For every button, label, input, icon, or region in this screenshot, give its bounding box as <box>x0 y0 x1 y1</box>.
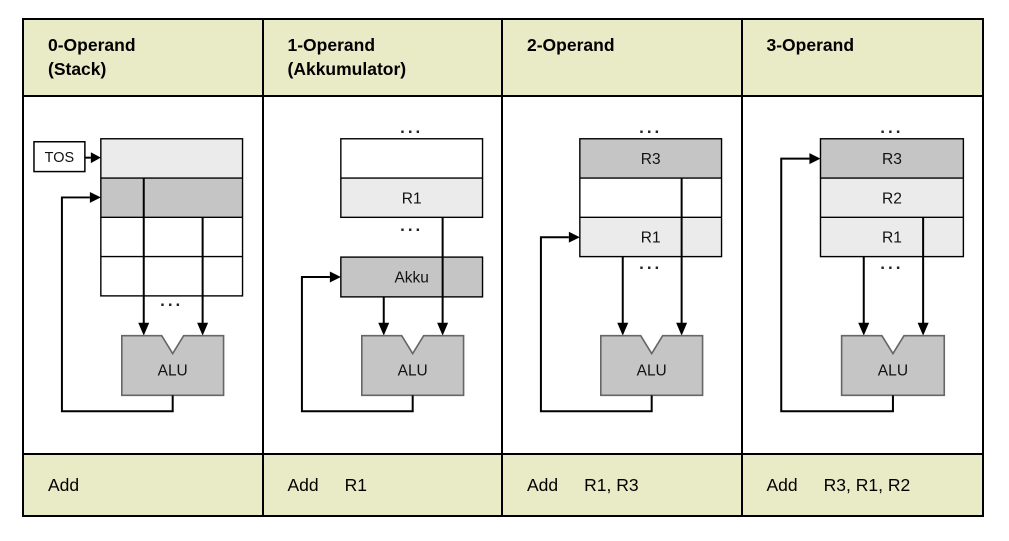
instruction-cell-3-operand: Add R3, R1, R2 <box>742 455 982 515</box>
diagram-cell-stack: TOS ... ALU <box>24 97 264 455</box>
result-feedback-line <box>300 275 414 413</box>
register-cell-r1 <box>819 217 963 257</box>
column-header-1-operand: 1-Operand (Akkumulator) <box>263 20 503 97</box>
tos-box <box>33 141 86 173</box>
alu-box <box>120 334 225 397</box>
accumulator-architecture-diagram: ... R1 ... Akku ALU <box>300 118 483 413</box>
ellipsis: ... <box>400 216 423 235</box>
instruction-mnemonic: Add <box>766 474 798 495</box>
header-line: 2-Operand <box>527 35 615 55</box>
alu-label: ALU <box>877 363 907 380</box>
register-cell-r3 <box>579 138 722 179</box>
alu-box <box>360 334 464 397</box>
register-cell-r2 <box>819 178 963 218</box>
diagram-cell-3-operand: ... R3 R2 R1 ... ALU <box>742 97 982 455</box>
instruction-mnemonic: Add <box>287 474 319 495</box>
register-cell <box>340 138 483 179</box>
ellipsis: ... <box>160 291 183 310</box>
instruction-cell-2-operand: Add R1, R3 <box>503 455 743 515</box>
result-feedback-line <box>539 236 653 413</box>
instruction-operands: R1 <box>344 474 368 495</box>
header-line: 0-Operand <box>48 35 136 55</box>
tos-label: TOS <box>45 150 74 166</box>
register-label-r1: R1 <box>641 230 661 247</box>
result-feedback-line <box>779 157 894 413</box>
alu-box <box>599 334 704 397</box>
arrow-head <box>917 322 929 336</box>
result-feedback-line <box>60 196 174 413</box>
alu-label: ALU <box>397 362 427 379</box>
register-label-r1: R1 <box>881 230 901 247</box>
instruction-mnemonic: Add <box>48 474 80 495</box>
ellipsis: ... <box>880 254 903 273</box>
instruction-operands: R1, R3 <box>584 474 639 495</box>
register-label-r3: R3 <box>641 151 661 168</box>
operand-architecture-table: 0-Operand (Stack) 1-Operand (Akkumulator… <box>22 18 984 517</box>
stack-cell-second <box>100 178 243 218</box>
column-header-2-operand: 2-Operand <box>503 20 743 97</box>
arrow-head <box>329 271 341 283</box>
register-box <box>579 138 723 258</box>
header-line: 3-Operand <box>766 35 855 55</box>
ellipsis: ... <box>880 118 903 137</box>
register-box <box>819 138 964 258</box>
diagram-cell-2-operand: ... R3 R1 ... ALU <box>503 97 743 455</box>
register-label-r1: R1 <box>401 190 421 207</box>
column-header-0-operand: 0-Operand (Stack) <box>24 20 264 97</box>
instruction-cell-akkumulator: Add R1 <box>263 455 503 515</box>
alu-box <box>840 334 945 397</box>
alu-label: ALU <box>158 362 188 379</box>
two-operand-architecture-diagram: ... R3 R1 ... ALU <box>539 118 723 413</box>
register-cell <box>579 178 722 218</box>
arrow-head <box>808 153 820 165</box>
arrow-head <box>676 322 688 336</box>
arrow-head <box>197 322 209 336</box>
arrow-head <box>568 231 580 243</box>
arrow-head <box>436 322 448 336</box>
header-line: (Akkumulator) <box>287 59 407 79</box>
ellipsis: ... <box>639 118 662 137</box>
akku-label: Akku <box>394 269 428 286</box>
arrow-head <box>617 322 629 336</box>
akku-box <box>340 257 483 297</box>
instruction-cell-stack: Add <box>24 455 264 515</box>
header-line: (Stack) <box>48 59 107 79</box>
stack-architecture-diagram: TOS ... ALU <box>33 138 244 413</box>
three-operand-architecture-diagram: ... R3 R2 R1 ... ALU <box>779 118 964 413</box>
diagram-cell-akkumulator: ... R1 ... Akku ALU <box>263 97 503 455</box>
register-cell-r1 <box>340 178 483 218</box>
register-label-r2: R2 <box>881 190 901 207</box>
alu-label: ALU <box>637 362 667 379</box>
arrow-head <box>377 322 389 336</box>
arrow-head <box>138 322 150 336</box>
stack-cell-top <box>100 138 243 179</box>
arrow-head <box>857 322 869 336</box>
column-header-3-operand: 3-Operand <box>742 20 982 97</box>
instruction-operands: R3, R1, R2 <box>823 474 911 495</box>
register-cell-r1 <box>579 217 722 257</box>
register-cell-r3 <box>819 138 963 179</box>
ellipsis: ... <box>400 118 423 137</box>
arrow-head <box>90 152 101 164</box>
instruction-mnemonic: Add <box>527 474 559 495</box>
arrow-head <box>89 191 101 203</box>
header-line: 1-Operand <box>287 35 376 55</box>
register-label-r3: R3 <box>881 151 901 168</box>
ellipsis: ... <box>639 254 662 273</box>
